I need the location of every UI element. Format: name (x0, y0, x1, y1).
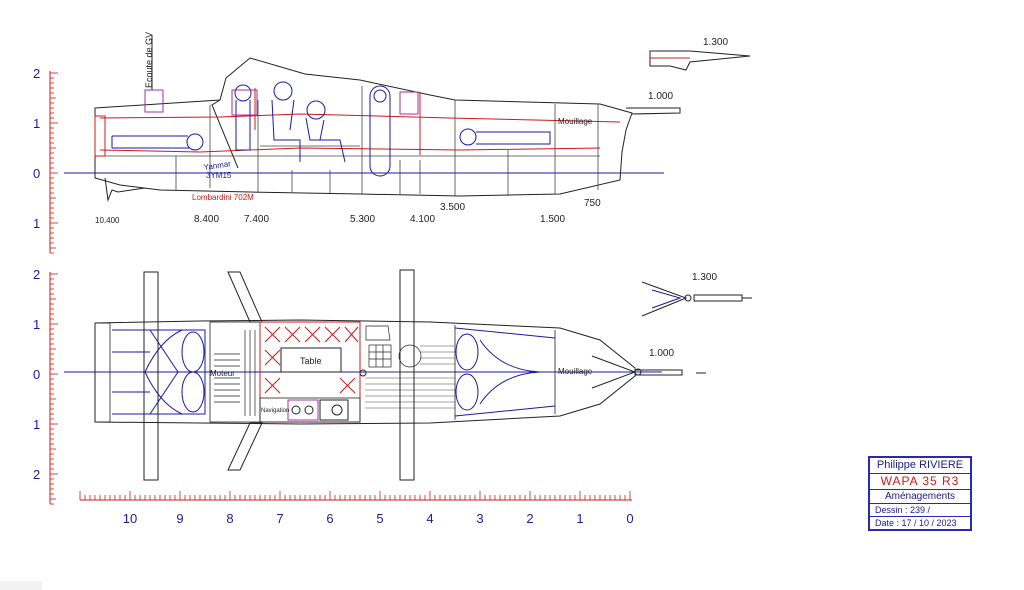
x-tick-label: 2 (526, 511, 533, 526)
sheet-title: Aménagements (870, 490, 970, 504)
saloon-table (280, 347, 342, 373)
side-vertical-scale: 2 1 0 1 (33, 66, 58, 254)
plan-hull (94, 319, 636, 425)
side-rudder-dim: 1.300 (703, 37, 728, 48)
plan-scale-tick-label: 2 (33, 267, 40, 282)
model-name: WAPA 35 R3 (870, 474, 970, 490)
x-tick-label: 1 (576, 511, 583, 526)
side-hull (94, 57, 633, 197)
side-bowsprit-dim: 1.000 (648, 91, 673, 102)
plan-mouillage-label: Mouillage (558, 367, 593, 376)
side-mouillage-label: Mouillage (558, 117, 593, 126)
plan-rudder-dim: 1.300 (692, 272, 717, 283)
station-label: 8.400 (194, 214, 219, 225)
fwd-crossbeam (399, 269, 415, 481)
page-corner (0, 581, 42, 590)
drawing-number: Dessin : 239 / (870, 504, 970, 517)
station-label: 7.400 (244, 214, 269, 225)
aft-crossbeam (143, 271, 159, 481)
x-tick-label: 9 (176, 511, 183, 526)
galley-stove (365, 325, 422, 368)
drawing-date: Date : 17 / 10 / 2023 (875, 518, 957, 528)
yanmar-model-label: 3YM15 (206, 171, 232, 180)
moteur-label: Moteur (210, 369, 235, 378)
side-view: Ecoute de GV Mouillage Yanmar 3YM15 Lomb… (33, 32, 751, 254)
table-label: Table (300, 356, 322, 366)
lombardini-label: Lombardini 702M (192, 193, 254, 202)
station-label: 750 (584, 198, 601, 209)
x-tick-label: 4 (426, 511, 433, 526)
side-scale-tick-label: 1 (33, 216, 40, 231)
plan-vertical-scale: 2 1 0 1 2 (33, 267, 58, 505)
x-tick-label: 8 (226, 511, 233, 526)
x-tick-label: 0 (626, 511, 633, 526)
navigation-label: Navigation (261, 408, 289, 414)
author-name: Philippe RIVIERE (870, 458, 970, 474)
x-tick-label: 3 (476, 511, 483, 526)
side-rudder-detail (649, 50, 751, 71)
aft-berths (112, 329, 206, 415)
station-label: 5.300 (350, 214, 375, 225)
yanmar-label: Yanmar (203, 159, 232, 172)
side-scale-tick-label: 2 (33, 66, 40, 81)
station-label: 3.500 (440, 202, 465, 213)
station-label: 1.500 (540, 214, 565, 225)
forward-berths (454, 327, 556, 417)
side-scale-tick-label: 1 (33, 116, 40, 131)
side-bowsprit (626, 107, 681, 115)
plan-scale-tick-label: 1 (33, 417, 40, 432)
x-tick-label: 10 (123, 511, 137, 526)
plan-scale-tick-label: 0 (33, 367, 40, 382)
title-block: Philippe RIVIERE WAPA 35 R3 Aménagements… (868, 456, 972, 531)
plan-view: Moteur Table Navigation (33, 267, 752, 505)
x-tick-label: 5 (376, 511, 383, 526)
plan-scale-tick-label: 1 (33, 317, 40, 332)
station-label: 4.100 (410, 214, 435, 225)
side-scale-tick-label: 0 (33, 166, 40, 181)
plan-rudder-detail (641, 281, 688, 317)
plan-bowsprit-dim: 1.000 (649, 348, 674, 359)
side-crew-figures (111, 81, 551, 177)
side-rudder (104, 177, 146, 202)
plan-scale-tick-label: 2 (33, 467, 40, 482)
x-tick-label: 7 (276, 511, 283, 526)
x-tick-label: 6 (326, 511, 333, 526)
station-label: 10.400 (95, 216, 120, 225)
ecoute-label: Ecoute de GV (144, 32, 154, 88)
